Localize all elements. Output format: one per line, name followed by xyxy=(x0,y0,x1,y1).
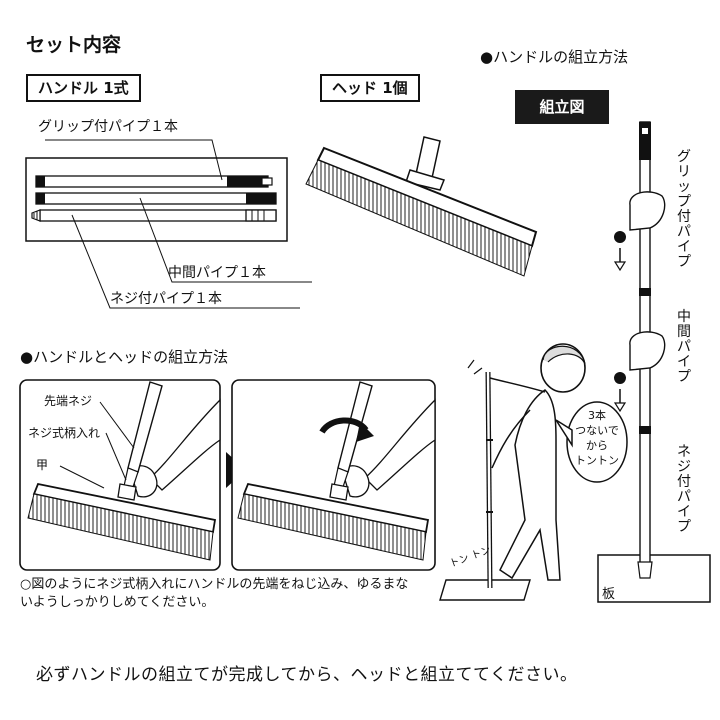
speech-bubble-text: 3本 つないで から トントン xyxy=(570,408,624,468)
grip-pipe-drawing xyxy=(35,175,273,188)
handle-assembly-title: ●ハンドルの組立方法 xyxy=(480,48,629,66)
bubble-line-2: つないで xyxy=(575,424,619,437)
middle-pipe-vertical-label: 中間パイプ xyxy=(677,309,691,385)
middle-pipe-drawing xyxy=(35,192,277,205)
handle-set-label: ハンドル 1式 xyxy=(26,74,141,102)
middle-pipe-label: 中間パイプ１本 xyxy=(168,265,266,281)
board-label: 板 xyxy=(602,587,616,602)
pipes-box xyxy=(25,139,312,309)
head-set-label: ヘッド 1個 xyxy=(320,74,420,102)
tip-screw-label: 先端ネジ xyxy=(44,394,93,408)
screw-pipe-label: ネジ付パイプ１本 xyxy=(110,291,222,307)
screw-socket-label: ネジ式柄入れ xyxy=(28,426,101,440)
assembly-diagram-badge: 組立図 xyxy=(515,90,609,124)
bubble-line-4: トントン xyxy=(575,454,619,467)
screw-pipe-vertical-label: ネジ付パイプ xyxy=(677,444,691,535)
set-contents-title: セット内容 xyxy=(26,34,122,56)
head-back-label: 甲 xyxy=(36,458,49,472)
broom-head-drawing xyxy=(305,136,538,277)
assembled-handle-drawing xyxy=(597,121,711,603)
screw-pipe-drawing xyxy=(31,209,277,222)
grip-pipe-vertical-label: グリップ付パイプ xyxy=(677,149,691,270)
person-tapping-drawing xyxy=(439,343,628,601)
bubble-line-1: 3本 xyxy=(588,409,606,422)
bubble-line-3: から xyxy=(586,439,608,452)
grip-pipe-label: グリップ付パイプ１本 xyxy=(38,119,178,135)
head-assembly-panel-2 xyxy=(231,379,436,571)
assembly-note: ○図のようにネジ式柄入れにハンドルの先端をねじ込み、ゆるまないようしっかりしめて… xyxy=(20,577,409,610)
head-assembly-title: ●ハンドルとヘッドの組立方法 xyxy=(20,348,229,366)
head-assembly-panel-1 xyxy=(19,379,221,571)
footer-instruction: 必ずハンドルの組立てが完成してから、ヘッドと組立ててください。 xyxy=(36,665,578,685)
